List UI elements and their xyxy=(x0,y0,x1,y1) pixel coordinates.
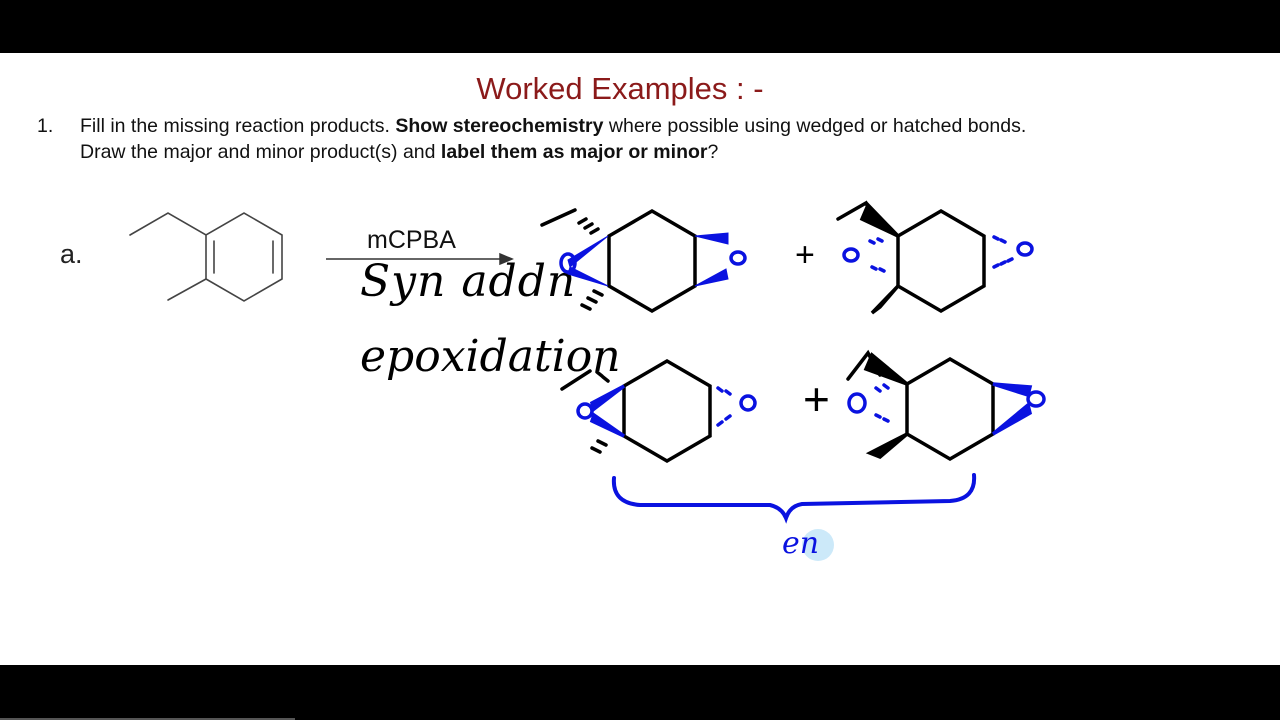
drawing-layer: Syn addn epoxidation + xyxy=(129,200,1046,561)
reaction-arrow xyxy=(326,252,514,266)
product-3-structure xyxy=(560,358,757,464)
bracket-label: en xyxy=(782,526,819,561)
question-line-2-text-a: Draw the major and minor product(s) and xyxy=(80,141,441,163)
part-a-label: a. xyxy=(60,239,83,269)
progress-line xyxy=(0,718,295,720)
question-line-1-bold: Show stereochemistry xyxy=(395,115,604,137)
plus-sign-2: + xyxy=(803,373,830,425)
plus-sign-1: + xyxy=(795,236,815,274)
handwritten-note-epoxidation: epoxidation xyxy=(360,331,621,382)
slide-title: Worked Examples : - xyxy=(476,71,764,106)
cursor-highlight xyxy=(802,529,834,561)
question-line-1-text-b: where possible using wedged or hatched b… xyxy=(603,115,1027,137)
question-line-1-text-a: Fill in the missing reaction products. xyxy=(80,115,396,137)
question-line-2-bold: label them as major or minor xyxy=(440,141,708,163)
question-line-2: Draw the major and minor product(s) and … xyxy=(80,141,718,164)
question-line-1: Fill in the missing reaction products. S… xyxy=(80,115,1026,138)
product-2-structure xyxy=(836,200,1034,315)
question-number: 1. xyxy=(37,115,54,137)
starting-material-structure xyxy=(129,212,283,302)
product-4-structure xyxy=(846,349,1046,462)
handwritten-note-syn-addn: Syn addn xyxy=(360,256,576,307)
slide-canvas: Worked Examples : - 1. Fill in the missi… xyxy=(0,53,1280,665)
reagent-label: mCPBA xyxy=(367,226,456,254)
product-1-structure xyxy=(540,208,747,314)
enantiomer-bracket xyxy=(611,473,977,524)
question-line-2-text-b: ? xyxy=(707,141,719,163)
